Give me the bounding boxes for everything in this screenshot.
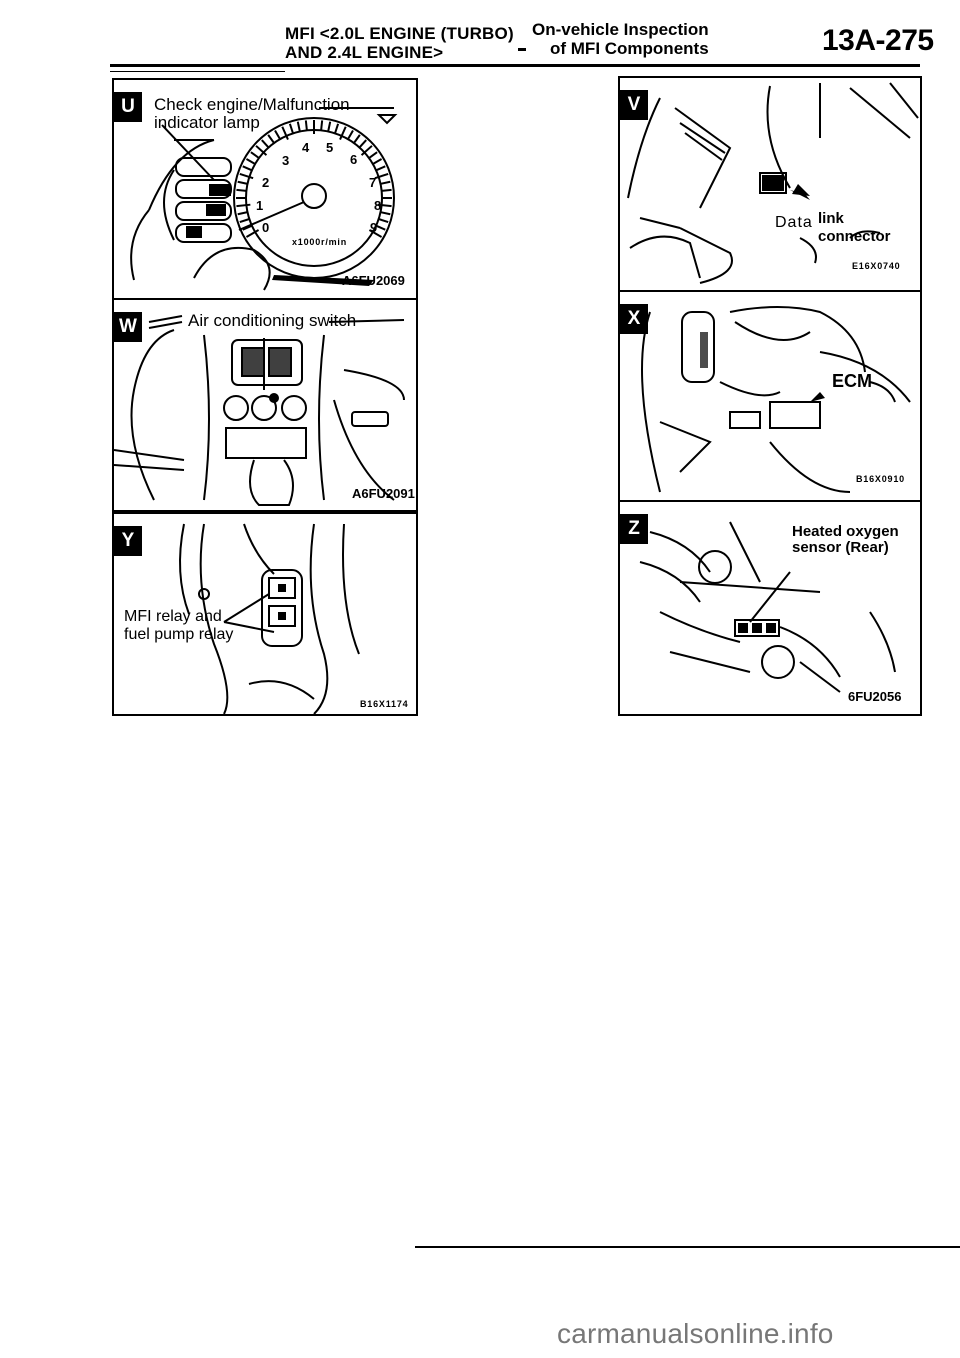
tach-unit: x1000r/min [292, 237, 348, 247]
panel-z-heated-oxygen-sensor: Z Heated oxygen sensor (Rear) 6FU2056 [618, 500, 922, 716]
tach-tick [368, 151, 378, 159]
title-dash [518, 48, 526, 51]
tach-tick [239, 172, 254, 180]
tach-tick [236, 203, 251, 208]
tach-tick [242, 165, 253, 172]
tach-number: 9 [370, 220, 378, 235]
tach-tick [334, 123, 340, 134]
tach-tick [281, 126, 289, 140]
tach-tick [320, 120, 324, 131]
figure-code: B16X1174 [360, 699, 409, 709]
tach-tick [255, 145, 268, 156]
tach-number: 6 [350, 152, 358, 167]
figure-code: A6FU2091 [352, 486, 415, 501]
section-title-line2: AND 2.4L ENGINE> [285, 43, 444, 62]
tach-number: 3 [282, 153, 290, 168]
page-number: 13A-275 [822, 24, 934, 57]
section-title: MFI <2.0L ENGINE (TURBO) AND 2.4L ENGINE… [285, 24, 514, 62]
tach-number: 2 [262, 175, 270, 190]
tach-tick [296, 121, 301, 132]
tach-tick [339, 126, 347, 140]
page-header: MFI <2.0L ENGINE (TURBO) AND 2.4L ENGINE… [0, 0, 960, 70]
tach-number: 0 [262, 220, 270, 235]
tach-tick [375, 165, 386, 172]
tach-tick [378, 218, 389, 224]
tach-tick [288, 123, 294, 134]
tach-tick [368, 229, 383, 238]
figure-code: E16X0740 [852, 261, 901, 271]
footer-rule [415, 1246, 960, 1248]
tach-number: 5 [326, 140, 334, 155]
panel-badge: Z [620, 514, 648, 544]
panel-u-check-engine-lamp: U Check engine/Malfunction indicator lam… [112, 78, 418, 300]
ecm-location-illustration [641, 306, 911, 493]
tach-tick [360, 145, 373, 156]
exhaust-sensor-illustration [639, 521, 896, 693]
tach-number: 7 [369, 175, 377, 190]
tach-tick [267, 134, 275, 144]
tach-tick [250, 151, 260, 159]
tach-tick [245, 158, 256, 165]
callout-label-a: Data [775, 214, 813, 231]
subsection-title-line1: On-vehicle Inspection [532, 20, 709, 39]
callout-label-line2: indicator lamp [154, 113, 260, 132]
tach-tick [242, 224, 253, 231]
tach-tick [358, 139, 367, 149]
tach-tick [261, 139, 270, 149]
tach-tick [372, 158, 383, 165]
tach-tick [274, 129, 281, 140]
panel-v-data-link-connector: V Data link connector E16X0740 [618, 76, 922, 292]
tach-tick [237, 180, 248, 185]
callout-label-b: link connector [818, 210, 891, 245]
panel-badge: Y [114, 526, 142, 556]
instrument-cluster-illustration [130, 107, 398, 291]
tach-tick [236, 188, 247, 192]
callout-label: Heated oxygen sensor (Rear) [792, 524, 899, 556]
tach-tick [377, 203, 392, 208]
subsection-title: On-vehicle Inspection of MFI Components [532, 20, 709, 58]
tach-tick [380, 211, 391, 216]
panel-badge: X [620, 304, 648, 334]
tach-tick [239, 218, 250, 224]
under-dash-illustration [627, 82, 919, 284]
figure-code: B16X0910 [856, 474, 905, 484]
relay-box-illustration [179, 523, 360, 714]
watermark: carmanualsonline.info [557, 1318, 834, 1349]
callout-label: Check engine/Malfunction indicator lamp [154, 96, 350, 132]
panel-badge: V [620, 90, 648, 120]
callout-label-line2: fuel pump relay [124, 626, 234, 643]
callout-label: MFI relay and fuel pump relay [124, 608, 233, 644]
tach-tick [327, 121, 332, 132]
tach-tick [374, 172, 389, 180]
callout-label-line2: sensor (Rear) [792, 539, 889, 556]
panel-badge: U [114, 92, 142, 122]
tach-number: 1 [256, 198, 264, 213]
figure-code: 6FU2056 [848, 689, 902, 704]
panel-y-mfi-relay: Y MFI relay and fuel pump relay B16X1174 [112, 512, 418, 716]
callout-label: Air conditioning switch [188, 311, 357, 330]
tach-tick [353, 134, 361, 144]
tach-tick [380, 180, 391, 185]
callout-label-line1: Check engine/Malfunction [154, 95, 350, 114]
tach-number: 8 [374, 198, 382, 213]
tach-number: 4 [302, 140, 310, 155]
tach-tick [245, 229, 260, 238]
callout-label-line1: MFI relay and [124, 608, 222, 625]
header-rule [110, 64, 920, 67]
panel-badge: W [114, 312, 142, 342]
tach-tick [237, 211, 248, 216]
tach-tick [304, 120, 308, 131]
panel-w-air-conditioning-switch: W Air conditioning switch [112, 298, 418, 512]
center-console-illustration [114, 315, 405, 506]
section-title-line1: MFI <2.0L ENGINE (TURBO) [285, 24, 514, 43]
callout-label: ECM [832, 371, 872, 391]
tach-tick [381, 188, 392, 192]
tach-tick [347, 129, 354, 140]
figure-code: A6FU2069 [342, 273, 405, 288]
callout-label-line1: Heated oxygen [792, 523, 899, 540]
header-subrule [110, 71, 285, 72]
subsection-title-line2: of MFI Components [550, 39, 709, 58]
panel-x-ecm: X ECM B16X0910 [618, 290, 922, 502]
tach-tick [375, 224, 386, 231]
